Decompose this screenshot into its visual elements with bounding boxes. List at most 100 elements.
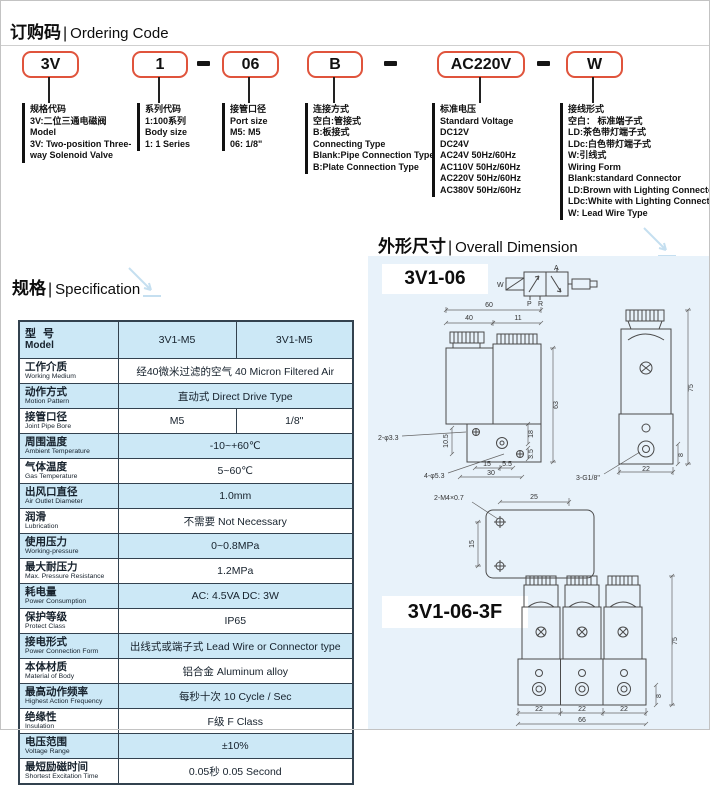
connector-line [158,77,160,103]
row-value: 1.0mm [117,483,354,509]
row-label-cn: 耗电量 [25,586,57,599]
row-label-cn: 最短励磁时间 [25,761,88,774]
row-label-en: Ambient Temperature [25,448,90,456]
code-separator-dash [384,61,397,66]
dim-22: 22 [578,706,586,713]
row-label-cn: 气体温度 [25,461,67,474]
connector-line [333,77,335,103]
note-line: AC110V 50Hz/60Hz [440,161,521,172]
plate-dims [471,498,572,569]
code-separator-dash [197,61,210,66]
dim-15: 15 [483,461,491,468]
model-badge-3v1-06-3f: 3V1-06-3F [382,596,528,628]
note-line: LDc:白色带灯端子式 [568,138,651,149]
header-label-cell: 型 号 Model [18,320,119,359]
note-line: Wiring Form [568,161,621,172]
note-line: way Solenoid Valve [30,150,114,160]
dim-22: 22 [642,466,650,473]
dim-40: 40 [465,315,473,322]
row-label-cn: 最大耐压力 [25,561,78,574]
row-value: 每秒十次 10 Cycle / Sec [117,683,354,709]
row-value: 0.05秒 0.05 Second [117,758,354,785]
note-line: DC12V [440,127,470,137]
dim-8: 8 [678,453,685,457]
row-label-cn: 最高动作频率 [25,686,88,699]
label-2-d3-3: 2-φ3.3 [378,435,399,442]
note-line: LD:Brown with Lighting Connector [568,184,710,195]
note-line: Body size [145,127,188,137]
row-value: 铝合金 Aluminum alloy [117,658,354,684]
dim-75: 75 [688,384,695,392]
plate-outline [485,509,595,579]
ordering-note-voltage: 标准电压 Standard Voltage DC12V DC24V AC24V … [432,103,521,197]
specification-title: 规格|Specification [12,274,140,299]
dim-18: 18 [528,430,535,438]
row-label-en: Lubrication [25,523,59,531]
header-model-2: 3V1-M5 [235,320,354,359]
note-line: 1: 1 Series [145,138,191,149]
label-4-d5-3: 4-φ5.3 [424,473,445,480]
row-label-en: Protect Class [25,623,66,631]
dim-5-5: 5.5 [502,461,512,468]
note-line: Connecting Type [313,138,386,149]
ordering-note-wiring: 接线形式 空白： 标准端子式 LD:茶色带灯端子式 LDc:白色带灯端子式 W:… [560,103,710,220]
dim-title-en: Overall Dimension [455,239,578,256]
note-line: B:板接式 [313,127,350,137]
row-label-cn: 电压范围 [25,736,67,749]
row-value: 0~0.8MPa [117,533,354,559]
side-view-dims [603,307,691,475]
front-view-dims [401,307,556,480]
connector-line [48,77,50,103]
row-label-en: Gas Temperature [25,473,78,481]
note-line: LDc:White with Lighting Connector [568,196,710,206]
note-line: AC220V 50Hz/60Hz [440,173,522,183]
note-line: 规格代码 [30,104,67,114]
row-value: AC: 4.5VA DC: 3W [117,583,354,609]
row-value: 5~60℃ [117,458,354,484]
code-box-connect: B [307,51,363,78]
row-label-en: Power Connection Form [25,648,99,656]
note-line: 系列代码 [145,104,182,114]
dim-30: 30 [487,470,495,477]
dim-63: 63 [553,401,560,409]
row-value: 1.2MPa [117,558,354,584]
note-line: 3V: Two-position Three- [30,138,132,149]
row-label-en: Motion Pattern [25,398,70,406]
port-label-w: W [497,282,504,289]
note-line: 空白： 标准端子式 [568,115,643,126]
dim-10-5: 10.5 [443,434,450,448]
manifold-drawing-3v1-06-3f: 75 8 22 22 22 66 [515,573,679,727]
row-label-en: Air Outlet Diameter [25,498,83,506]
plate-view-drawing: 2-M4×0.7 25 15 [434,494,595,579]
note-line: AC24V 50Hz/60Hz [440,150,517,160]
dim-title-cn: 外形尺寸 [378,237,446,256]
side-view-drawing [618,309,674,465]
dim-11: 11 [514,315,521,322]
dimension-drawing-3v1-06: 60 40 11 63 18 3.5 10.5 15 5.5 30 2-φ3.3… [378,302,695,482]
row-value: M5 [117,408,237,434]
note-line: Standard Voltage [440,115,514,126]
code-separator-dash [537,61,550,66]
note-line: Blank:Pipe Connection Type [313,150,435,160]
header-en: Model [25,340,54,351]
row-label-en: Max. Pressure Resistance [25,573,105,581]
watermark-arrow-icon [643,227,676,257]
title-divider: | [48,281,53,298]
port-label-a: A [554,265,559,272]
note-line: W:引线式 [568,150,607,160]
front-view-drawing [445,331,542,463]
row-label-en: Voltage Range [25,748,70,756]
connector-line [248,77,250,103]
spec-title-cn: 规格 [12,279,46,298]
dim-8: 8 [656,694,663,698]
note-line: LD:茶色带灯端子式 [568,127,646,137]
note-line: Model [30,127,56,137]
row-value: ±10% [117,733,354,759]
